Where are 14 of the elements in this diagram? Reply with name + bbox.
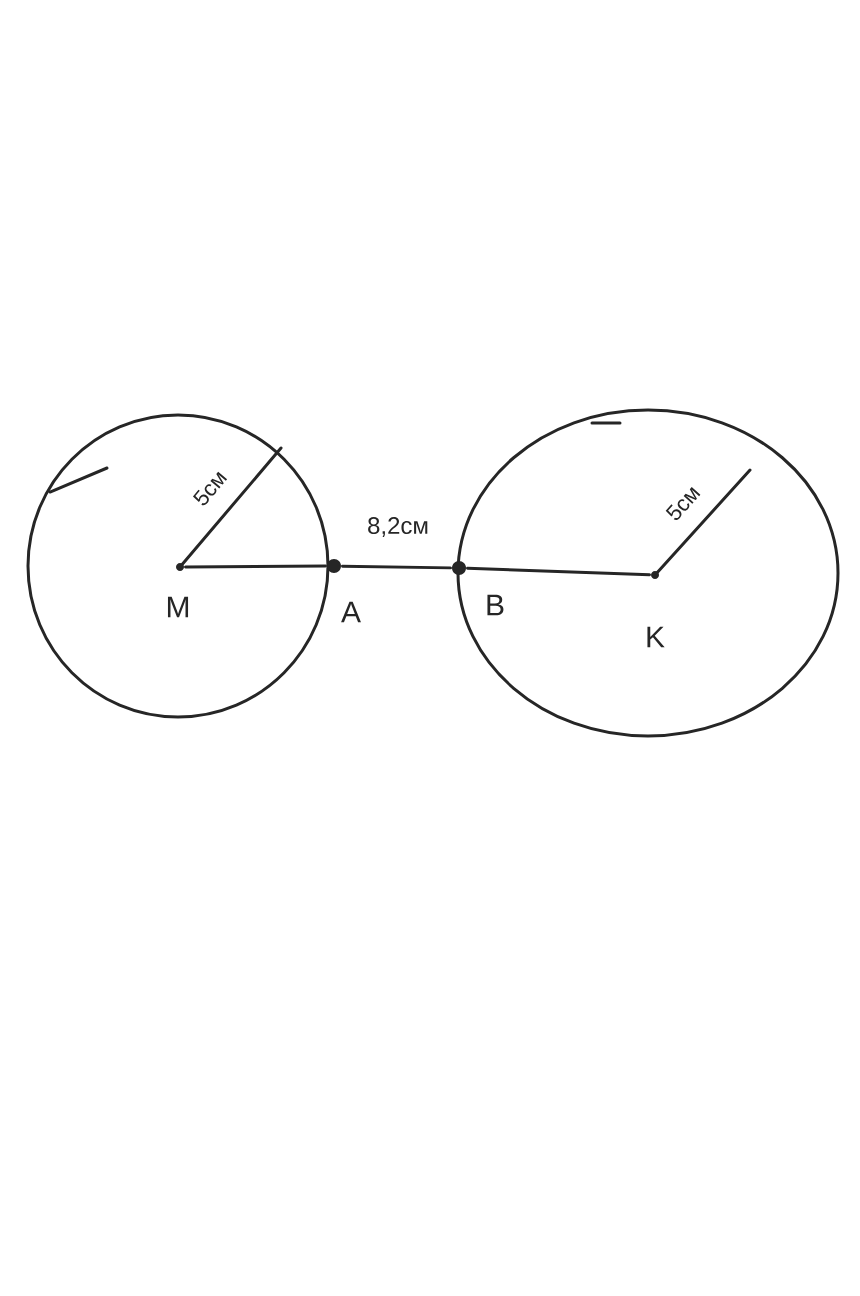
point <box>452 561 466 575</box>
edge-label: 8,2см <box>368 517 428 537</box>
point-label: K <box>647 626 665 648</box>
line-segment <box>184 564 327 569</box>
dimension-label: 5см <box>192 471 228 506</box>
point <box>651 571 659 579</box>
line-segment <box>341 564 452 570</box>
point-label: M <box>167 596 189 618</box>
point-label: B <box>487 594 504 616</box>
line-segment <box>466 566 651 577</box>
point-label: A <box>341 601 361 623</box>
point <box>327 559 341 573</box>
point <box>176 563 184 571</box>
dimension-label: 5см <box>665 487 701 520</box>
